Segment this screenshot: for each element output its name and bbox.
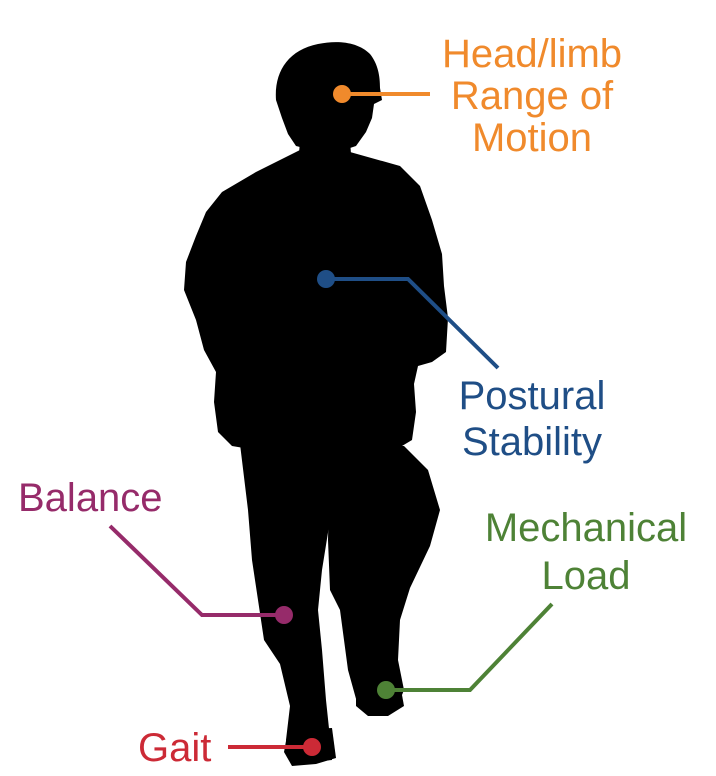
connector-gait	[228, 738, 321, 756]
label-head-limb-line2: Range of	[412, 76, 652, 116]
marker-dot-heel	[303, 738, 321, 756]
label-balance: Balance	[18, 478, 163, 518]
marker-dot-knee	[275, 606, 293, 624]
label-gait: Gait	[138, 728, 211, 768]
label-mechanical-load: Mechanical Load	[458, 508, 714, 596]
label-balance-line1: Balance	[18, 478, 163, 518]
label-head-limb: Head/limb Range of Motion	[412, 34, 652, 158]
marker-dot-torso	[317, 270, 335, 288]
label-head-limb-line3: Motion	[412, 118, 652, 158]
label-mechanical-line2: Load	[458, 556, 714, 596]
soldier-silhouette-icon	[184, 42, 448, 766]
marker-dot-foot	[377, 681, 395, 699]
label-postural-stability: Postural Stability	[432, 376, 632, 462]
label-postural-line1: Postural	[432, 376, 632, 416]
label-head-limb-line1: Head/limb	[412, 34, 652, 74]
marker-dot-head	[333, 85, 351, 103]
connector-mechanical	[377, 604, 552, 699]
label-gait-line1: Gait	[138, 728, 211, 768]
label-mechanical-line1: Mechanical	[458, 508, 714, 548]
label-postural-line2: Stability	[432, 422, 632, 462]
